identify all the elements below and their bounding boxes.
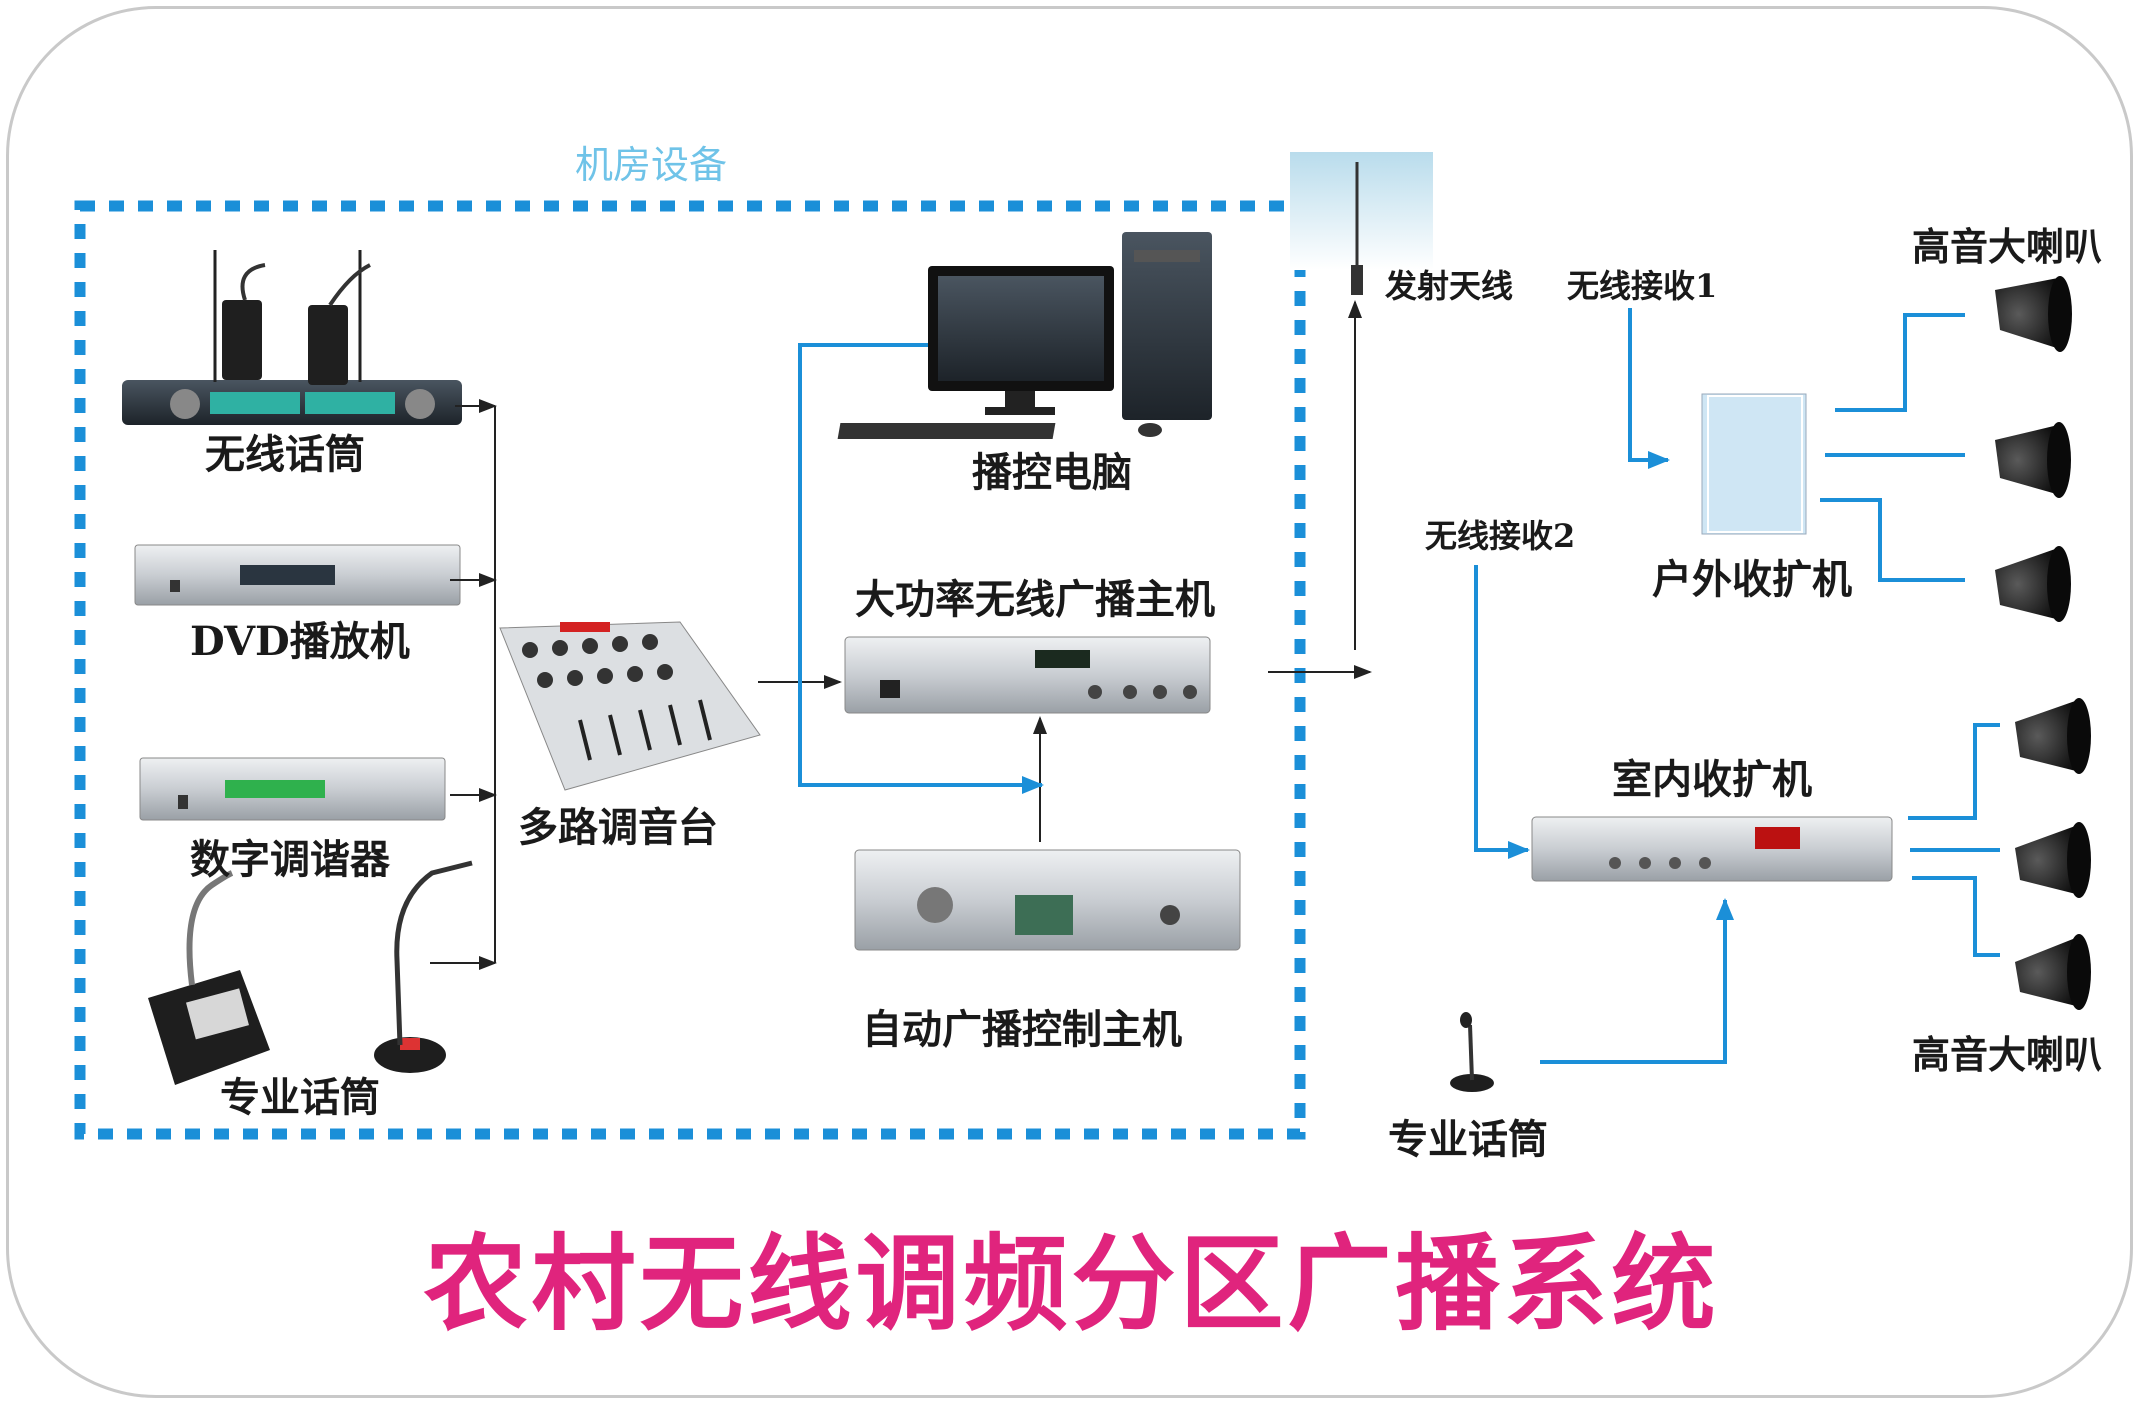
paging-mic-left-image <box>148 870 270 1085</box>
label-auto-controller: 自动广播控制主机 <box>862 1006 1182 1053</box>
room-boundary <box>74 200 1306 1140</box>
indoor-amp-image <box>1531 816 1893 882</box>
label-dvd: DVD播放机 <box>190 618 410 665</box>
label-pc: 播控电脑 <box>972 449 1132 496</box>
label-wireless-mic: 无线话筒 <box>205 431 365 478</box>
room-label: 机房设备 <box>575 143 728 187</box>
label-outdoor-amp: 户外收扩机 <box>1652 556 1852 603</box>
label-antenna: 发射天线 <box>1385 267 1514 305</box>
outdoor-amp-image <box>1701 393 1807 535</box>
wireless-broadcast-host-image <box>844 636 1211 714</box>
auto-controller-image <box>854 849 1241 951</box>
label-pro-mic-right: 专业话筒 <box>1388 1116 1548 1163</box>
label-pro-mic-left: 专业话筒 <box>220 1074 380 1121</box>
label-main-host: 大功率无线广播主机 <box>855 576 1215 623</box>
label-speakers-bottom: 高音大喇叭 <box>1912 1032 2103 1077</box>
label-speakers-top: 高音大喇叭 <box>1912 224 2103 269</box>
control-pc-image <box>837 232 1212 439</box>
label-receive2: 无线接收2 <box>1425 517 1576 555</box>
mixer-image <box>499 621 761 791</box>
wireless-mic-receiver-image <box>122 250 462 425</box>
dvd-player-image <box>134 544 461 606</box>
label-tuner: 数字调谐器 <box>190 836 390 883</box>
digital-tuner-image <box>139 757 446 821</box>
pro-mic-right-image <box>1450 1012 1494 1092</box>
label-mixer: 多路调音台 <box>518 804 718 851</box>
stand-mic-left-image <box>374 860 473 1073</box>
horn-speakers <box>1995 276 2091 1010</box>
antenna-image <box>1290 152 1433 295</box>
label-receive1: 无线接收1 <box>1567 267 1718 305</box>
label-indoor-amp: 室内收扩机 <box>1612 756 1812 803</box>
diagram-title: 农村无线调频分区广播系统 <box>423 1222 1720 1345</box>
